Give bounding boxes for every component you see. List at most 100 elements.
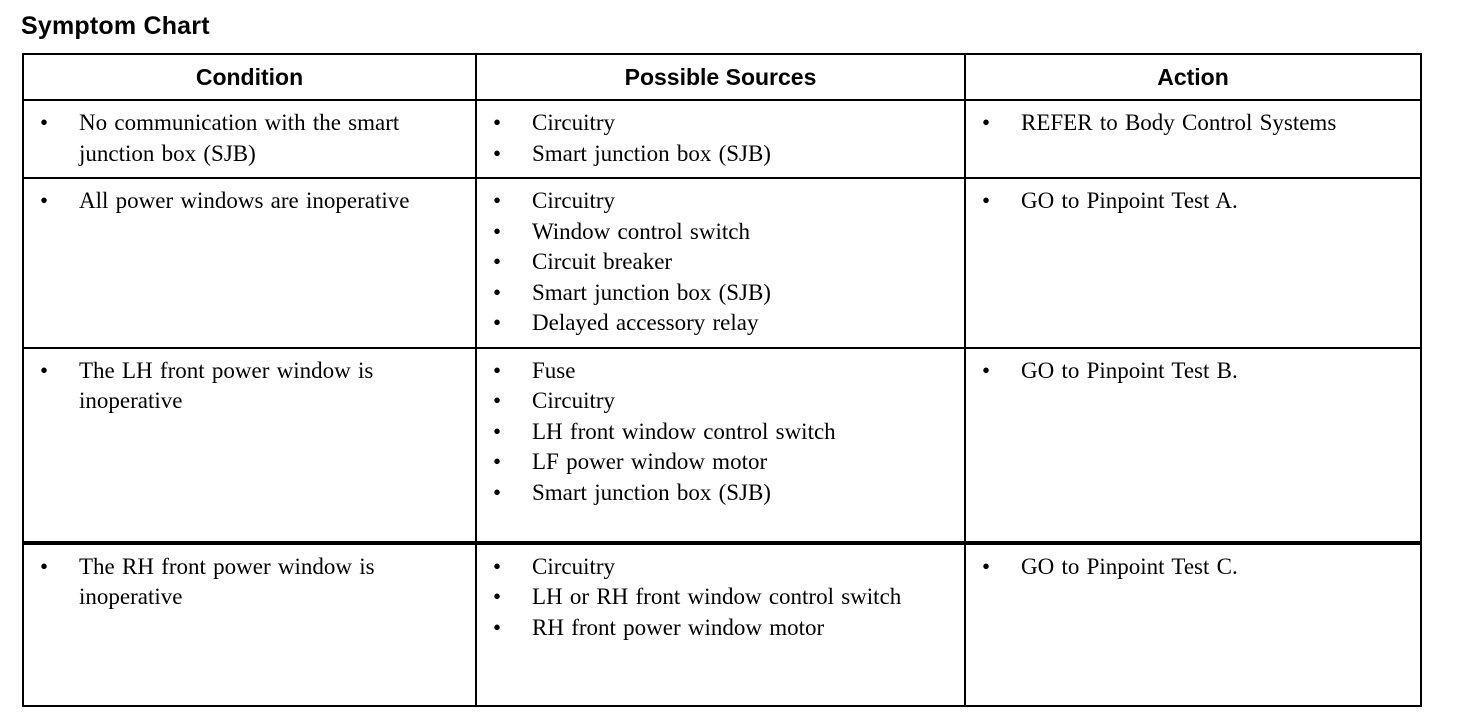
bullet-icon: • bbox=[982, 553, 991, 579]
list-item-label: The RH front power window is inoperative bbox=[79, 553, 375, 610]
table-header: Condition Possible Sources Action bbox=[22, 53, 1422, 101]
bullet-icon: • bbox=[493, 449, 502, 474]
table-row: •All power windows are inoperative •Circ… bbox=[22, 177, 1422, 349]
list-item-label: GO to Pinpoint Test C. bbox=[1021, 553, 1238, 579]
list-item-label: Smart junction box (SJB) bbox=[532, 279, 771, 305]
condition-list: •All power windows are inoperative bbox=[24, 179, 475, 225]
list-item-label: Fuse bbox=[532, 357, 576, 383]
list-item: • Circuit breaker bbox=[477, 247, 958, 278]
column-header-possible-sources: Possible Sources bbox=[475, 53, 966, 101]
sources-list: • Circuitry • LH or RH front window control… bbox=[477, 545, 964, 652]
page-title: Symptom Chart bbox=[21, 12, 210, 40]
list-item: • The LH front power window is inoperativ… bbox=[24, 356, 469, 417]
cell-condition: • No communication with the smart junctio… bbox=[22, 99, 477, 179]
cell-condition: •All power windows are inoperative bbox=[22, 177, 477, 349]
bullet-icon: • bbox=[493, 614, 502, 640]
list-item: • Circuitry bbox=[477, 386, 958, 417]
list-item: • LH front window control switch bbox=[477, 417, 958, 448]
sources-list: • Circuitry • Smart junction box (SJB) bbox=[477, 101, 964, 177]
list-item-label: Circuitry bbox=[532, 388, 616, 413]
list-item-label: Smart junction box (SJB) bbox=[532, 479, 771, 505]
symptom-chart-table: Condition Possible Sources Action • No co… bbox=[22, 53, 1422, 707]
list-item: • Delayed accessory relay bbox=[477, 308, 958, 339]
list-item-label: REFER to Body Control Systems bbox=[1021, 110, 1337, 135]
list-item: • Window control switch bbox=[477, 217, 958, 248]
condition-list: • No communication with the smart junctio… bbox=[24, 101, 475, 177]
list-item: • REFER to Body Control Systems bbox=[966, 108, 1414, 139]
table-row: • No communication with the smart junctio… bbox=[22, 99, 1422, 179]
cell-possible-sources: • Fuse • Circuitry • LH front window control … bbox=[475, 346, 966, 544]
cell-possible-sources: • Circuitry • Smart junction box (SJB) bbox=[475, 99, 966, 179]
bullet-icon: • bbox=[982, 357, 991, 383]
list-item: • GO to Pinpoint Test A. bbox=[966, 186, 1414, 217]
list-item-label: Window control switch bbox=[532, 218, 750, 244]
bullet-icon: • bbox=[982, 188, 991, 213]
bullet-icon: • bbox=[493, 279, 502, 305]
list-item-label: Delayed accessory relay bbox=[532, 310, 759, 335]
bullet-icon: • bbox=[40, 553, 49, 579]
sources-list: • Circuitry • Window control switch • Circuit… bbox=[477, 179, 964, 347]
list-item: • Circuitry bbox=[477, 186, 958, 217]
column-header-condition: Condition bbox=[22, 53, 477, 101]
bullet-icon: • bbox=[493, 218, 502, 244]
list-item: • Circuitry bbox=[477, 108, 958, 139]
cell-condition: • The LH front power window is inoperativ… bbox=[22, 346, 477, 544]
list-item-label: Circuitry bbox=[532, 188, 616, 213]
list-item: • Fuse bbox=[477, 356, 958, 387]
list-item-label: Circuit breaker bbox=[532, 249, 673, 274]
list-item-label: LH or RH front window control switch bbox=[532, 584, 902, 609]
bullet-icon: • bbox=[493, 553, 502, 579]
list-item-label: All power windows are inoperative bbox=[79, 188, 410, 213]
action-list: • GO to Pinpoint Test B. bbox=[966, 349, 1420, 395]
bullet-icon: • bbox=[493, 584, 502, 609]
list-item: •RH front power window motor bbox=[477, 613, 958, 644]
action-list: • GO to Pinpoint Test A. bbox=[966, 179, 1420, 225]
bullet-icon: • bbox=[493, 357, 502, 383]
cell-action: • GO to Pinpoint Test A. bbox=[964, 177, 1422, 349]
list-item-label: Smart junction box (SJB) bbox=[532, 140, 771, 166]
list-item: • LF power window motor bbox=[477, 447, 958, 478]
cell-action: • GO to Pinpoint Test C. bbox=[964, 540, 1422, 707]
cell-possible-sources: • Circuitry • LH or RH front window control… bbox=[475, 540, 966, 707]
bullet-icon: • bbox=[493, 140, 502, 166]
cell-condition: • The RH front power window is inoperativ… bbox=[22, 540, 477, 707]
list-item-label: Circuitry bbox=[532, 553, 616, 579]
column-header-action: Action bbox=[964, 53, 1422, 101]
bullet-icon: • bbox=[493, 479, 502, 505]
list-item: • LH or RH front window control switch bbox=[477, 582, 958, 613]
bullet-icon: • bbox=[982, 110, 991, 135]
condition-list: • The LH front power window is inoperativ… bbox=[24, 349, 475, 425]
list-item-label: LF power window motor bbox=[532, 449, 768, 474]
list-item-label: The LH front power window is inoperative bbox=[79, 357, 374, 414]
list-item-label: Circuitry bbox=[532, 110, 616, 135]
bullet-icon: • bbox=[493, 249, 502, 274]
list-item: • GO to Pinpoint Test B. bbox=[966, 356, 1414, 387]
bullet-icon: • bbox=[40, 357, 49, 383]
list-item: • Circuitry bbox=[477, 552, 958, 583]
cell-action: • GO to Pinpoint Test B. bbox=[964, 346, 1422, 544]
list-item-label: GO to Pinpoint Test A. bbox=[1021, 188, 1238, 213]
list-item-label: GO to Pinpoint Test B. bbox=[1021, 357, 1238, 383]
bullet-icon: • bbox=[493, 418, 502, 444]
list-item: • Smart junction box (SJB) bbox=[477, 478, 958, 509]
bullet-icon: • bbox=[493, 310, 502, 335]
cell-action: • REFER to Body Control Systems bbox=[964, 99, 1422, 179]
action-list: • GO to Pinpoint Test C. bbox=[966, 545, 1420, 591]
bullet-icon: • bbox=[493, 110, 502, 135]
bullet-icon: • bbox=[40, 110, 49, 135]
sources-list: • Fuse • Circuitry • LH front window control … bbox=[477, 349, 964, 517]
list-item: •All power windows are inoperative bbox=[24, 186, 469, 217]
list-item: • Smart junction box (SJB) bbox=[477, 139, 958, 170]
list-item: • Smart junction box (SJB) bbox=[477, 278, 958, 309]
cell-possible-sources: • Circuitry • Window control switch • Circuit… bbox=[475, 177, 966, 349]
bullet-icon: • bbox=[493, 388, 502, 413]
action-list: • REFER to Body Control Systems bbox=[966, 101, 1420, 147]
list-item-label: LH front window control switch bbox=[532, 418, 836, 444]
condition-list: • The RH front power window is inoperativ… bbox=[24, 545, 475, 621]
list-item: • No communication with the smart junctio… bbox=[24, 108, 469, 169]
table-row: • The RH front power window is inoperativ… bbox=[22, 540, 1422, 707]
table-row: • The LH front power window is inoperativ… bbox=[22, 346, 1422, 544]
list-item-label: No communication with the smart junction… bbox=[79, 110, 400, 166]
bullet-icon: • bbox=[493, 188, 502, 213]
